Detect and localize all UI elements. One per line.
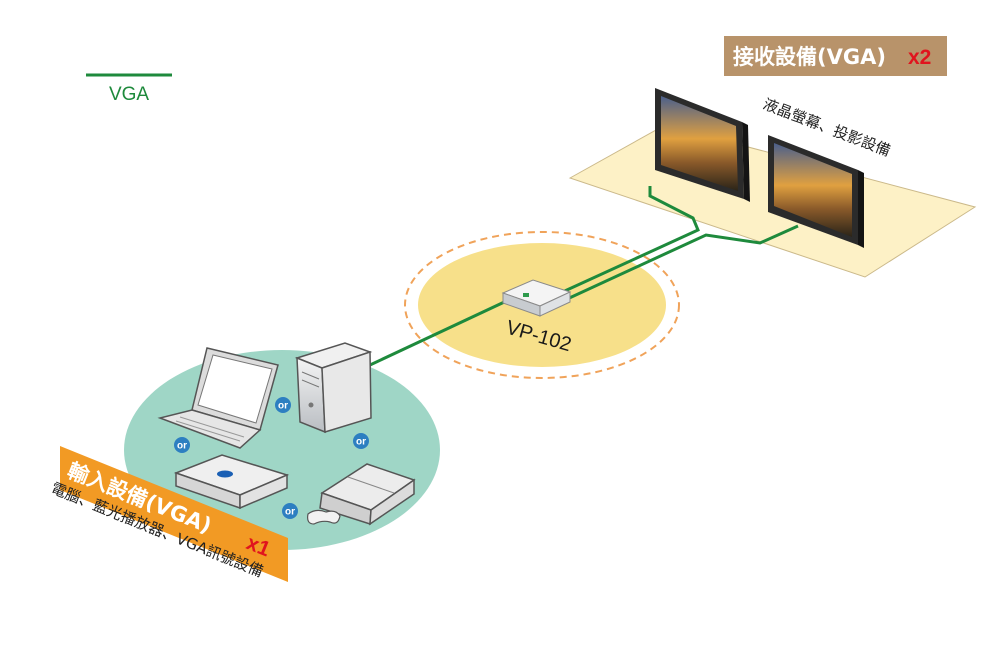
cable-source-to-splitter	[369, 295, 516, 367]
cable-splitter-to-monitor-1	[544, 186, 700, 302]
bluray-player-icon	[173, 454, 290, 510]
gamepad-icon	[307, 509, 341, 525]
cable-splitter-to-monitor-2	[551, 224, 799, 308]
or-badge: or	[174, 437, 190, 453]
legend-label: VGA	[109, 84, 149, 105]
splitter-zone-outer-ring	[404, 231, 680, 379]
or-label: or	[278, 401, 288, 412]
vga-splitter-icon	[501, 279, 572, 317]
receiver-title: 接收設備(VGA)	[733, 45, 886, 69]
or-badge: or	[282, 503, 298, 519]
receiver-multiplier: x2	[908, 46, 931, 69]
desktop-tower-icon	[294, 342, 373, 434]
vga-cables	[369, 186, 799, 367]
receiver-badge: 接收設備(VGA) x2	[724, 36, 947, 76]
or-label: or	[177, 441, 187, 452]
or-label: or	[285, 507, 295, 518]
game-console-icon	[319, 463, 416, 526]
monitor-icon	[655, 88, 750, 202]
or-badge: or	[353, 433, 369, 449]
legend: VGA	[86, 73, 172, 105]
bluray-logo-icon	[217, 470, 233, 478]
monitor-icon	[768, 135, 864, 248]
or-badge: or	[275, 397, 291, 413]
laptop-icon	[157, 347, 279, 449]
or-label: or	[356, 437, 366, 448]
